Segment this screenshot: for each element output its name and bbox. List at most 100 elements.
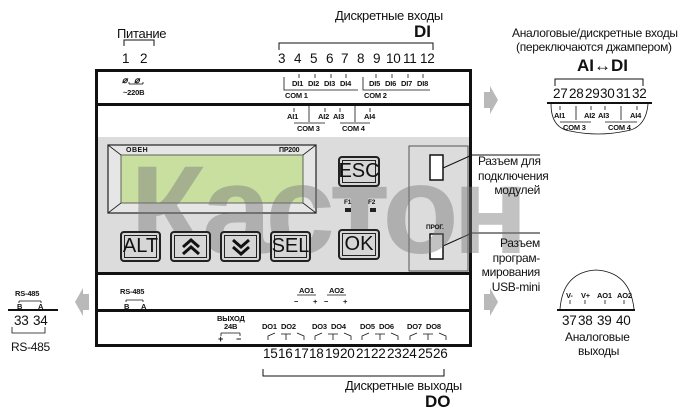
module-callout-line: модулей bbox=[494, 183, 540, 197]
terminal-19: 19 bbox=[325, 346, 340, 361]
rs485-left-caption: RS-485 bbox=[11, 340, 50, 354]
out24-plus: + bbox=[218, 334, 224, 344]
terminal-40: 40 bbox=[616, 313, 631, 328]
ai-di-title-line2: (переключаются джампером) bbox=[516, 40, 672, 54]
terminal-33: 33 bbox=[14, 313, 29, 328]
com4-label: COM 4 bbox=[342, 124, 365, 133]
ok-button[interactable]: OK bbox=[338, 229, 380, 260]
led-f2-label: F2 bbox=[368, 199, 376, 206]
ai-di-code: AI↔DI bbox=[577, 56, 628, 75]
out24-label-line2: 24В bbox=[224, 322, 238, 331]
bottom-output-block bbox=[95, 309, 472, 347]
rs485-device-a: A bbox=[141, 302, 147, 311]
terminal-30: 30 bbox=[600, 86, 615, 101]
di-label-4: DI4 bbox=[340, 79, 352, 88]
ai-di-title-line1: Аналоговые/дискретные входы bbox=[512, 26, 678, 40]
ao1-label: AO1 bbox=[299, 286, 314, 295]
top-analog-block bbox=[95, 103, 472, 140]
terminal-26: 26 bbox=[433, 346, 448, 361]
terminal-12: 12 bbox=[420, 51, 435, 66]
bottom-rs485-block bbox=[95, 272, 472, 312]
arrow-left-icon bbox=[75, 288, 89, 316]
do-label-1: DO1 bbox=[262, 322, 277, 331]
usb-callout-line: програм- bbox=[492, 250, 541, 265]
ao2-label: AO2 bbox=[329, 286, 344, 295]
up-button[interactable] bbox=[170, 231, 211, 262]
ao2-plus: + bbox=[343, 297, 348, 306]
terminal-21: 21 bbox=[356, 346, 371, 361]
do-label-7: DO7 bbox=[407, 322, 422, 331]
analog-output-label-3: AO1 bbox=[597, 291, 612, 300]
usb-callout-line: мирования bbox=[481, 265, 541, 279]
module-callout-line: Разъем для bbox=[478, 154, 541, 168]
terminal-23: 23 bbox=[387, 346, 402, 361]
ao2-minus: − bbox=[324, 297, 329, 306]
power-title: Питание bbox=[117, 26, 167, 41]
terminal-8: 8 bbox=[357, 51, 365, 66]
ao1-plus: + bbox=[313, 297, 318, 306]
usb-callout-line: USB-mini bbox=[491, 279, 541, 294]
sel-button[interactable]: SEL bbox=[270, 231, 311, 262]
di-label-3: DI3 bbox=[324, 79, 336, 88]
com1-label: COM 1 bbox=[285, 91, 308, 100]
alt-button[interactable]: ALT bbox=[120, 231, 161, 262]
analog-output-label-4: AO2 bbox=[617, 291, 632, 300]
analog-output-label-2: V+ bbox=[581, 291, 590, 300]
ai-label-4: AI4 bbox=[364, 112, 376, 121]
terminal-17: 17 bbox=[294, 346, 309, 361]
model-label: ПР200 bbox=[279, 147, 300, 154]
di-label-8: DI8 bbox=[417, 79, 429, 88]
di-title: Дискретные входы bbox=[335, 8, 443, 23]
do-title: Дискретные выходы bbox=[345, 378, 462, 393]
rs485-left-a: A bbox=[38, 302, 44, 311]
down-button[interactable] bbox=[220, 231, 261, 262]
di-label-6: DI6 bbox=[385, 79, 397, 88]
ai-label-3: AI3 bbox=[333, 112, 345, 121]
esc-button[interactable]: ESC bbox=[338, 156, 380, 187]
terminal-11: 11 bbox=[403, 51, 417, 66]
rs485-left-label: RS-485 bbox=[15, 289, 40, 298]
terminal-3: 3 bbox=[278, 51, 286, 66]
top-terminal-block bbox=[95, 69, 472, 106]
terminal-27: 27 bbox=[553, 86, 568, 101]
power-voltage-label: ~220В bbox=[123, 88, 145, 97]
prog-label: ПРОГ. bbox=[426, 224, 444, 231]
out24-label-line1: ВЫХОД bbox=[217, 314, 245, 323]
led-f1-label: F1 bbox=[344, 199, 352, 206]
terminal-1: 1 bbox=[122, 51, 130, 66]
terminal-7: 7 bbox=[341, 51, 349, 66]
do-label-4: DO4 bbox=[331, 322, 346, 331]
ai-di-com3-label: COM 3 bbox=[563, 123, 586, 132]
out24-minus: − bbox=[236, 334, 242, 344]
module-callout-line: подключения bbox=[478, 168, 549, 183]
terminal-25: 25 bbox=[418, 346, 433, 361]
ai-di-label-4: AI4 bbox=[630, 111, 642, 120]
power-terminal-symbols: ⌀ ⌀ bbox=[122, 75, 140, 85]
do-code: DO bbox=[425, 392, 451, 411]
do-label-5: DO5 bbox=[360, 322, 375, 331]
led-f1 bbox=[345, 208, 351, 212]
terminal-29: 29 bbox=[585, 86, 600, 101]
ai-label-2: AI2 bbox=[318, 112, 330, 121]
ai-di-label-3: AI3 bbox=[598, 111, 610, 120]
terminal-16: 16 bbox=[278, 346, 293, 361]
com2-label: COM 2 bbox=[364, 91, 387, 100]
di-label-7: DI7 bbox=[401, 79, 413, 88]
terminal-4: 4 bbox=[294, 51, 302, 66]
brand-logo: ОВЕН bbox=[126, 147, 149, 154]
terminal-24: 24 bbox=[402, 346, 417, 361]
terminal-39: 39 bbox=[597, 313, 612, 328]
ai-label-1: AI1 bbox=[287, 112, 299, 121]
do-label-8: DO8 bbox=[426, 322, 441, 331]
di-code: DI bbox=[414, 22, 431, 41]
do-label-2: DO2 bbox=[281, 322, 296, 331]
terminal-34: 34 bbox=[33, 313, 48, 328]
ai-di-label-2: AI2 bbox=[584, 111, 596, 120]
rs485-device-label: RS-485 bbox=[120, 287, 145, 296]
terminal-31: 31 bbox=[616, 86, 631, 101]
analog-outputs-caption-line1: Аналоговые bbox=[565, 330, 630, 344]
ao1-minus: − bbox=[294, 297, 299, 306]
terminal-32: 32 bbox=[632, 86, 647, 101]
